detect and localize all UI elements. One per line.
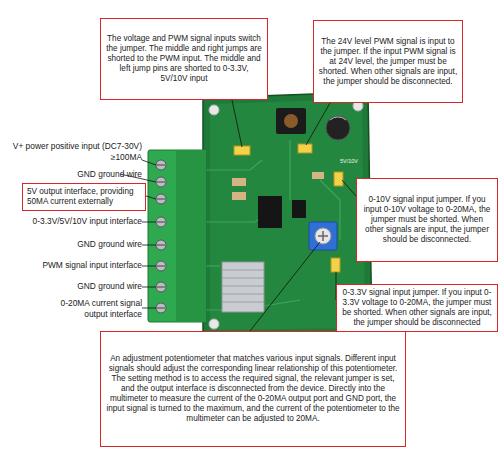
callout-box: 0-3.3V signal input jumper. If you input…: [336, 284, 498, 332]
pin-label: GND ground wire: [22, 281, 142, 292]
resistor: [312, 172, 324, 179]
terminal-body: [176, 150, 206, 322]
ic-chip: [258, 196, 282, 228]
jumper: [298, 144, 312, 153]
pin-label: PWM signal input interface: [12, 260, 142, 271]
jumper: [331, 258, 340, 272]
pin-label: 0-3.3V/5V/10V input interface: [12, 216, 142, 227]
callout-text: An adjustment potentiometer that matches…: [105, 354, 401, 424]
heat-sink-fins: [222, 270, 264, 302]
callout-text: 5V output interface, providing 50MA curr…: [27, 187, 141, 207]
pin-label: GND ground wire: [22, 239, 142, 250]
jumper: [334, 172, 343, 186]
callout-text: The voltage and PWM signal inputs switch…: [105, 34, 263, 84]
inductor-core: [284, 114, 298, 128]
mount-hole: [209, 105, 219, 115]
callout-text: 0-10V signal input jumper. If you input …: [361, 195, 493, 245]
callout-box: 0-10V signal input jumper. If you input …: [356, 178, 498, 262]
potentiometer-slot: [318, 231, 328, 241]
capacitor-mark: [330, 117, 346, 120]
resistor: [232, 178, 246, 186]
callout-box: The 24V level PWM signal is input to the…: [313, 20, 463, 103]
capacitor: [326, 116, 350, 140]
jumper: [234, 146, 250, 155]
terminal-block: [148, 150, 206, 322]
mount-hole: [209, 319, 219, 329]
heat-sink: [222, 262, 264, 312]
callout-box: 5V output interface, providing 50MA curr…: [22, 183, 146, 211]
callout-text: 0-3.3V signal input jumper. If you input…: [341, 288, 493, 328]
terminal-screws: [156, 160, 166, 313]
potentiometer-knob: [315, 228, 331, 244]
pin-label: 0-20MA current signal output interface: [42, 298, 142, 319]
callout-box: An adjustment potentiometer that matches…: [100, 331, 406, 447]
silkscreen-text: 5V/10V: [340, 158, 366, 165]
callout-box: The voltage and PWM signal inputs switch…: [100, 18, 268, 100]
potentiometer: [309, 222, 337, 250]
ic-chip: [292, 200, 306, 218]
resistor: [232, 192, 246, 200]
pin-label: GND ground wire: [22, 169, 142, 180]
leader-lines: [120, 100, 356, 331]
callout-text: The 24V level PWM signal is input to the…: [318, 37, 458, 87]
pin-label: V+ power positive input (DC7-30V) ≥100MA: [8, 141, 142, 162]
inductor: [276, 108, 306, 134]
